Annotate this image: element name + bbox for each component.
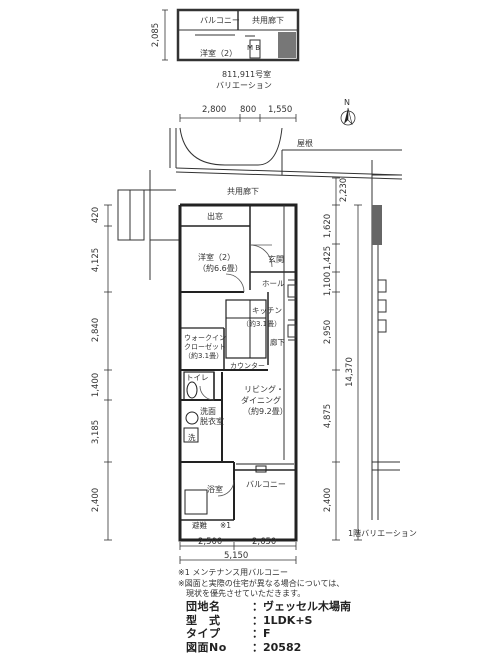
- room-walkin-name2: クローゼット: [184, 342, 226, 351]
- left-dimension-line: [104, 205, 112, 540]
- room-maintenance: 避難: [192, 520, 207, 530]
- top-dim-2: 800: [240, 105, 256, 115]
- top-dim-3: 1,550: [268, 105, 292, 115]
- bottom-dim-total: 5,150: [224, 551, 248, 561]
- room-toilet: トイレ: [186, 373, 209, 382]
- room-wash: 洗: [188, 432, 196, 442]
- info-key: 図面No: [186, 641, 252, 654]
- left-dim-1: 420: [91, 207, 101, 223]
- variation-top-room-label: 洋室（2）: [200, 48, 237, 58]
- bottom-dim-1: 2,500: [198, 537, 222, 547]
- info-value: ：ヴェッセル木場南: [252, 600, 351, 614]
- variation-right-caption: 1階バリエーション: [348, 528, 417, 538]
- room-mark-note: ※1: [220, 521, 231, 530]
- variation-top-caption-1: 811,911号室: [222, 69, 271, 79]
- room-western-name: 洋室（2）: [198, 252, 235, 262]
- upper-structure: [170, 128, 402, 179]
- info-row-type: 型 式 ：1LDK+S: [186, 614, 351, 628]
- left-dim-4: 1,400: [91, 373, 101, 397]
- room-walkin-name: ウォークイン: [184, 334, 226, 342]
- info-value: ：1LDK+S: [252, 614, 312, 628]
- right-dim-7: 2,400: [323, 488, 333, 512]
- right-dim-4: 1,100: [323, 272, 333, 296]
- note-line: 現状を優先させていただきます。: [178, 589, 344, 600]
- roof-eave-label: 屋根: [297, 138, 313, 148]
- note-line: ※1 メンテナンス用バルコニー: [178, 568, 344, 579]
- left-dim-2: 4,125: [91, 248, 101, 272]
- info-value: ：20582: [252, 641, 301, 654]
- room-balcony: バルコニー: [246, 480, 286, 489]
- variation-top-corridor-label: 共用廊下: [252, 15, 284, 25]
- corridor-label: 共用廊下: [227, 186, 259, 196]
- room-living-name2: ダイニング: [241, 395, 281, 405]
- room-corridor-inner: 廊下: [270, 337, 285, 347]
- room-pantry: 出窓: [207, 211, 223, 221]
- room-counter: カウンター: [230, 361, 265, 370]
- north-arrow-icon: [341, 108, 355, 125]
- room-hall: ホール: [262, 279, 285, 288]
- top-dim-1: 2,800: [202, 105, 226, 115]
- note-line: ※図面と実際の住宅が異なる場合については、: [178, 579, 344, 590]
- notes: ※1 メンテナンス用バルコニー ※図面と実際の住宅が異なる場合については、 現状…: [178, 568, 344, 600]
- variation-right: [372, 160, 402, 520]
- room-washroom-name: 洗面: [200, 406, 216, 416]
- info-key: タイプ: [186, 627, 252, 641]
- info-row-drawing-no: 図面No ：20582: [186, 641, 351, 654]
- info-row-plan-type: タイプ ：F: [186, 627, 351, 641]
- left-dim-6: 2,400: [91, 488, 101, 512]
- room-entrance: 玄関: [268, 254, 284, 264]
- room-kitchen-size: （約3.1畳）: [242, 319, 281, 328]
- room-living-name: リビング・: [244, 384, 284, 394]
- left-dim-5: 3,185: [91, 420, 101, 444]
- info-value: ：F: [252, 627, 271, 641]
- room-walkin-size: （約3.1畳）: [184, 351, 223, 360]
- variation-top-height-dim: 2,085: [151, 23, 161, 47]
- facade-right: [284, 205, 296, 460]
- room-western-size: （約6.6畳）: [198, 263, 243, 273]
- variation-top-balcony-label: バルコニー: [200, 16, 240, 25]
- right-dim-3: 1,425: [323, 246, 333, 270]
- north-label: N: [344, 98, 350, 107]
- room-bath: 浴室: [207, 484, 223, 494]
- variation-top-mb-label: M B: [247, 44, 260, 52]
- room-washroom-name2: 脱衣室: [200, 416, 224, 426]
- right-dim-6: 4,875: [323, 404, 333, 428]
- top-dimension-line: [180, 114, 296, 122]
- left-neighbor: [118, 170, 180, 280]
- bottom-dim-2: 2,650: [252, 537, 276, 547]
- variation-top-caption-2: バリエーション: [216, 81, 272, 90]
- right-dim-2: 1,620: [323, 214, 333, 238]
- info-key: 団地名: [186, 600, 252, 614]
- right-dim-1: 2,230: [339, 178, 349, 202]
- room-kitchen-name: キッチン: [252, 306, 282, 315]
- info-key: 型 式: [186, 614, 252, 628]
- info-row-name: 団地名 ：ヴェッセル木場南: [186, 600, 351, 614]
- right-dim-5: 2,950: [323, 320, 333, 344]
- room-living-size: （約9.2畳）: [243, 406, 288, 416]
- right-dim-total: 14,370: [345, 357, 355, 387]
- left-dim-3: 2,840: [91, 318, 101, 342]
- property-info: 団地名 ：ヴェッセル木場南 型 式 ：1LDK+S タイプ ：F 図面No ：2…: [186, 600, 351, 654]
